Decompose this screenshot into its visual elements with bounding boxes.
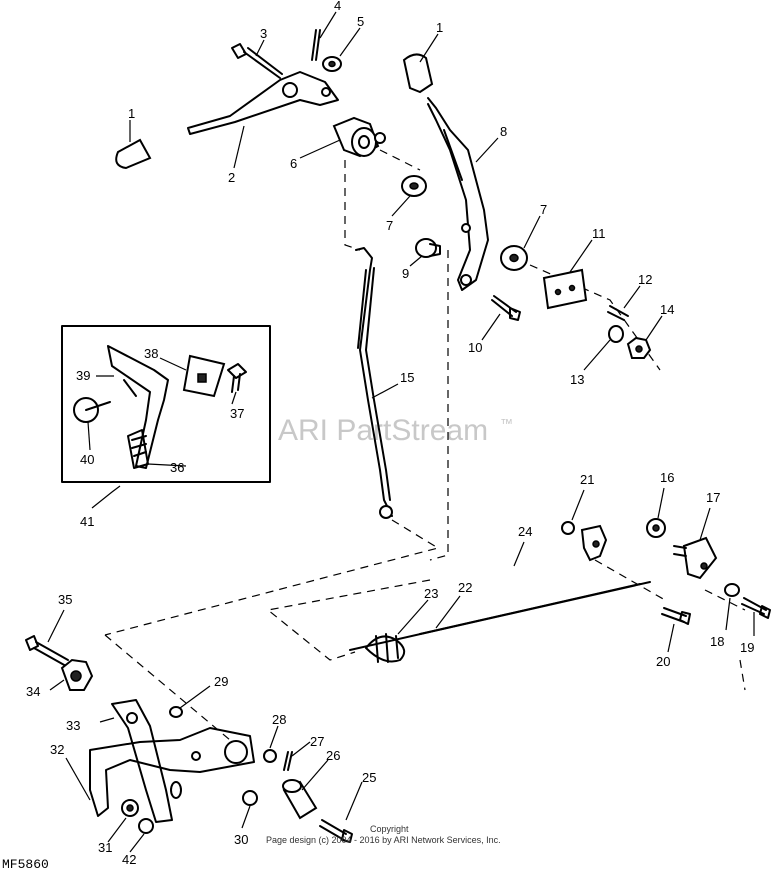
handle-knob-right: [402, 53, 434, 94]
callout-31: 31: [98, 840, 112, 855]
callout-26: 26: [326, 748, 340, 763]
callout-15: 15: [400, 370, 414, 385]
callout-7-right: 7: [540, 202, 547, 217]
callout-24: 24: [518, 524, 532, 539]
callout-21: 21: [580, 472, 594, 487]
callout-34: 34: [26, 684, 40, 699]
rod-part-15: [355, 247, 393, 519]
plate-part-11: [542, 268, 588, 310]
callout-1-left: 1: [128, 106, 135, 121]
bracket-part-24: [580, 524, 608, 562]
callout-36: 36: [170, 460, 184, 475]
bolt-part-20: [661, 607, 691, 625]
callout-5: 5: [357, 14, 364, 29]
leader-lines: [47, 11, 755, 853]
copyright-line-2: Page design (c) 2004 - 2016 by ARI Netwo…: [266, 835, 501, 845]
callout-3: 3: [260, 26, 267, 41]
callout-11: 11: [592, 226, 606, 241]
washer-part-7-right: [500, 245, 528, 271]
washer-part-7-left: [401, 175, 427, 197]
bolt-part-3: [231, 43, 283, 79]
callout-7-left: 7: [386, 218, 393, 233]
callout-33: 33: [66, 718, 80, 733]
nut-part-14: [626, 336, 652, 359]
inset-box-part-41: [61, 325, 271, 483]
callout-14: 14: [660, 302, 674, 317]
washer-part-31: [121, 799, 139, 817]
washer-part-5: [322, 56, 342, 72]
bolt-part-35: [25, 635, 69, 667]
figure-code: MF5860: [2, 857, 49, 872]
callout-19: 19: [740, 640, 754, 655]
callout-6: 6: [290, 156, 297, 171]
nut-part-21: [561, 521, 575, 535]
callout-2: 2: [228, 170, 235, 185]
washer-part-16: [646, 518, 666, 538]
callout-22: 22: [458, 580, 472, 595]
callout-13: 13: [570, 372, 584, 387]
copyright-line-1: Copyright: [370, 824, 409, 834]
callout-16: 16: [660, 470, 674, 485]
callout-32: 32: [50, 742, 64, 757]
pin-part-27: [283, 751, 293, 771]
bushing-part-26: [282, 779, 318, 820]
callout-4: 4: [334, 0, 341, 13]
callout-10: 10: [468, 340, 482, 355]
nut-part-30: [242, 790, 258, 806]
bolt-part-25: [319, 819, 353, 843]
callout-labels: 4 5 3 1 1 2 6 8 7 7 11 9 10 12 14 13 15 …: [26, 0, 754, 867]
callout-18: 18: [710, 634, 724, 649]
bushing-part-9: [415, 238, 441, 258]
pin-part-12: [607, 305, 629, 321]
callout-9: 9: [402, 266, 409, 281]
lever-part-32: [89, 727, 255, 817]
cable-part-24: [349, 581, 651, 663]
callout-42: 42: [122, 852, 136, 867]
washer-part-42: [138, 818, 154, 834]
callout-1-right: 1: [436, 20, 443, 35]
plate-part-33: [111, 699, 182, 823]
callout-8: 8: [500, 124, 507, 139]
callout-27: 27: [310, 734, 324, 749]
callout-38: 38: [144, 346, 158, 361]
lever-arm: [187, 71, 339, 135]
callout-20: 20: [656, 654, 670, 669]
swivel-part-17: [673, 536, 718, 580]
callout-29: 29: [214, 674, 228, 689]
callout-30: 30: [234, 832, 248, 847]
callout-17: 17: [706, 490, 720, 505]
lever-part-8: [427, 97, 489, 291]
callout-23: 23: [424, 586, 438, 601]
nut-part-29: [169, 706, 183, 718]
washer-part-18: [724, 583, 740, 597]
watermark-text: ARI PartStream: [278, 414, 488, 447]
washer-part-28: [263, 749, 277, 763]
bolt-part-10: [491, 295, 521, 321]
callout-39: 39: [76, 368, 90, 383]
callout-40: 40: [80, 452, 94, 467]
bushing-part-6: [332, 116, 386, 158]
watermark-trademark: ™: [500, 416, 513, 431]
callout-37: 37: [230, 406, 244, 421]
callout-12: 12: [638, 272, 652, 287]
callout-28: 28: [272, 712, 286, 727]
callout-25: 25: [362, 770, 376, 785]
handle-knob-left: [115, 138, 152, 170]
bolt-part-19: [741, 597, 771, 619]
pin-part-4: [311, 29, 321, 61]
callout-41: 41: [80, 514, 94, 529]
washer-part-13: [608, 325, 624, 343]
callout-35: 35: [58, 592, 72, 607]
nut-part-34: [60, 658, 94, 691]
